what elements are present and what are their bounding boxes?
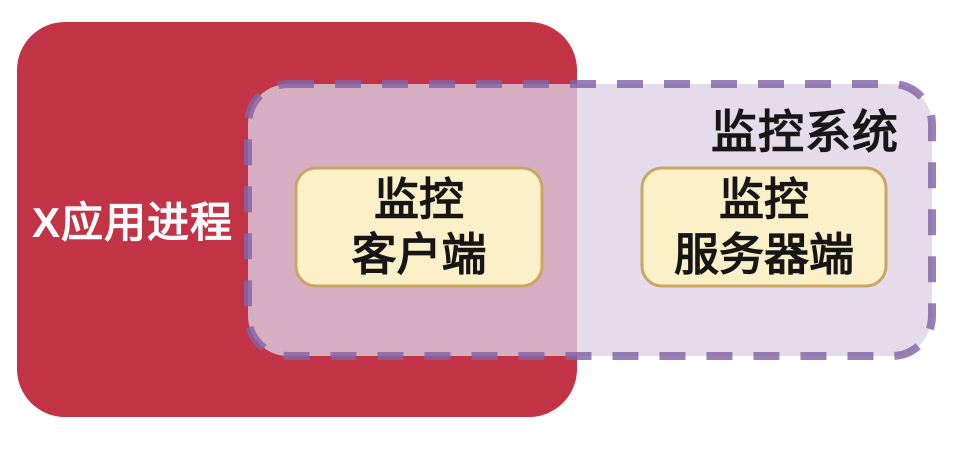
monitoring-system-region xyxy=(244,80,936,360)
monitor-server-label: 监控 服务器端 xyxy=(642,168,886,286)
monitor-server-label-line1: 监控 xyxy=(718,174,809,225)
monitor-client-label-line1: 监控 xyxy=(373,174,464,225)
monitor-client-box xyxy=(294,166,544,288)
monitor-client-label-line2: 客户端 xyxy=(351,229,487,280)
x-app-process-label: X应用进程 xyxy=(32,199,234,246)
monitor-server-label-line2: 服务器端 xyxy=(673,229,854,280)
monitoring-system-label: 监控系统 xyxy=(711,106,899,158)
monitor-client-label: 监控 客户端 xyxy=(296,168,542,286)
monitor-server-box xyxy=(640,166,888,288)
